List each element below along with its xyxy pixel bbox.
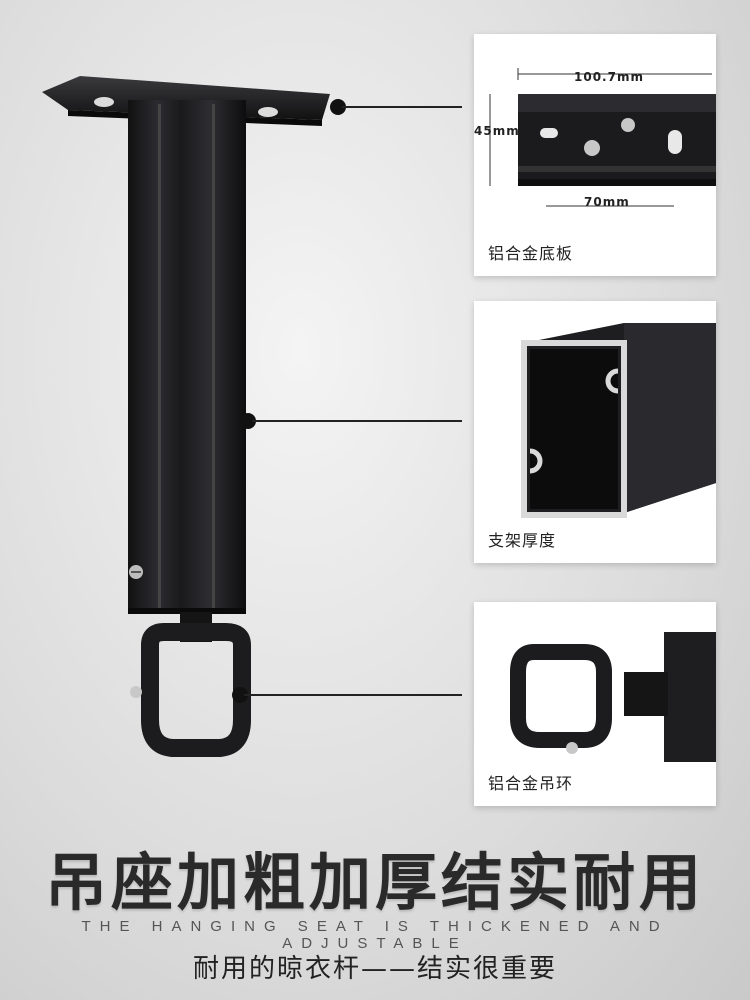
ring-loop xyxy=(141,623,251,757)
dim-width-text: 100.7mm xyxy=(574,70,644,84)
support-card: 支架厚度 xyxy=(474,301,716,563)
dim-hole-spacing-text: 70mm xyxy=(584,195,630,209)
callout-line-ring xyxy=(244,694,462,696)
callout-dot-plate xyxy=(330,99,346,115)
ring-detail-image xyxy=(510,632,716,762)
base-plate-card: 100.7mm 45mm 70mm 铝合金底板 xyxy=(474,34,716,276)
callout-dot-support xyxy=(240,413,256,429)
ring-screw xyxy=(130,686,142,698)
profile-cross-section xyxy=(521,340,627,518)
dim-height-text: 45mm xyxy=(474,124,520,138)
callout-line-support xyxy=(252,420,462,422)
support-profile-image xyxy=(521,323,716,518)
callout-line-plate xyxy=(342,106,462,108)
callout-dot-ring xyxy=(232,687,248,703)
ring-label: 铝合金吊环 xyxy=(488,774,574,793)
tagline: 耐用的晾衣杆——结实很重要 xyxy=(192,954,557,984)
support-label: 支架厚度 xyxy=(488,531,557,550)
vertical-post xyxy=(128,100,246,612)
ring-card: 铝合金吊环 xyxy=(474,602,716,806)
english-subline: THE HANGING SEAT IS THICKENED AND ADJUST… xyxy=(81,918,669,952)
base-plate-label: 铝合金底板 xyxy=(488,244,574,263)
plate-hole-right xyxy=(258,107,278,117)
hanging-seat-bracket-illustration xyxy=(42,76,330,757)
base-plate-detail-image xyxy=(489,68,716,207)
base-plate-shape xyxy=(42,76,330,120)
plate-hole-left xyxy=(94,97,114,107)
headline: 吊座加粗加厚结实耐用 xyxy=(44,846,705,919)
